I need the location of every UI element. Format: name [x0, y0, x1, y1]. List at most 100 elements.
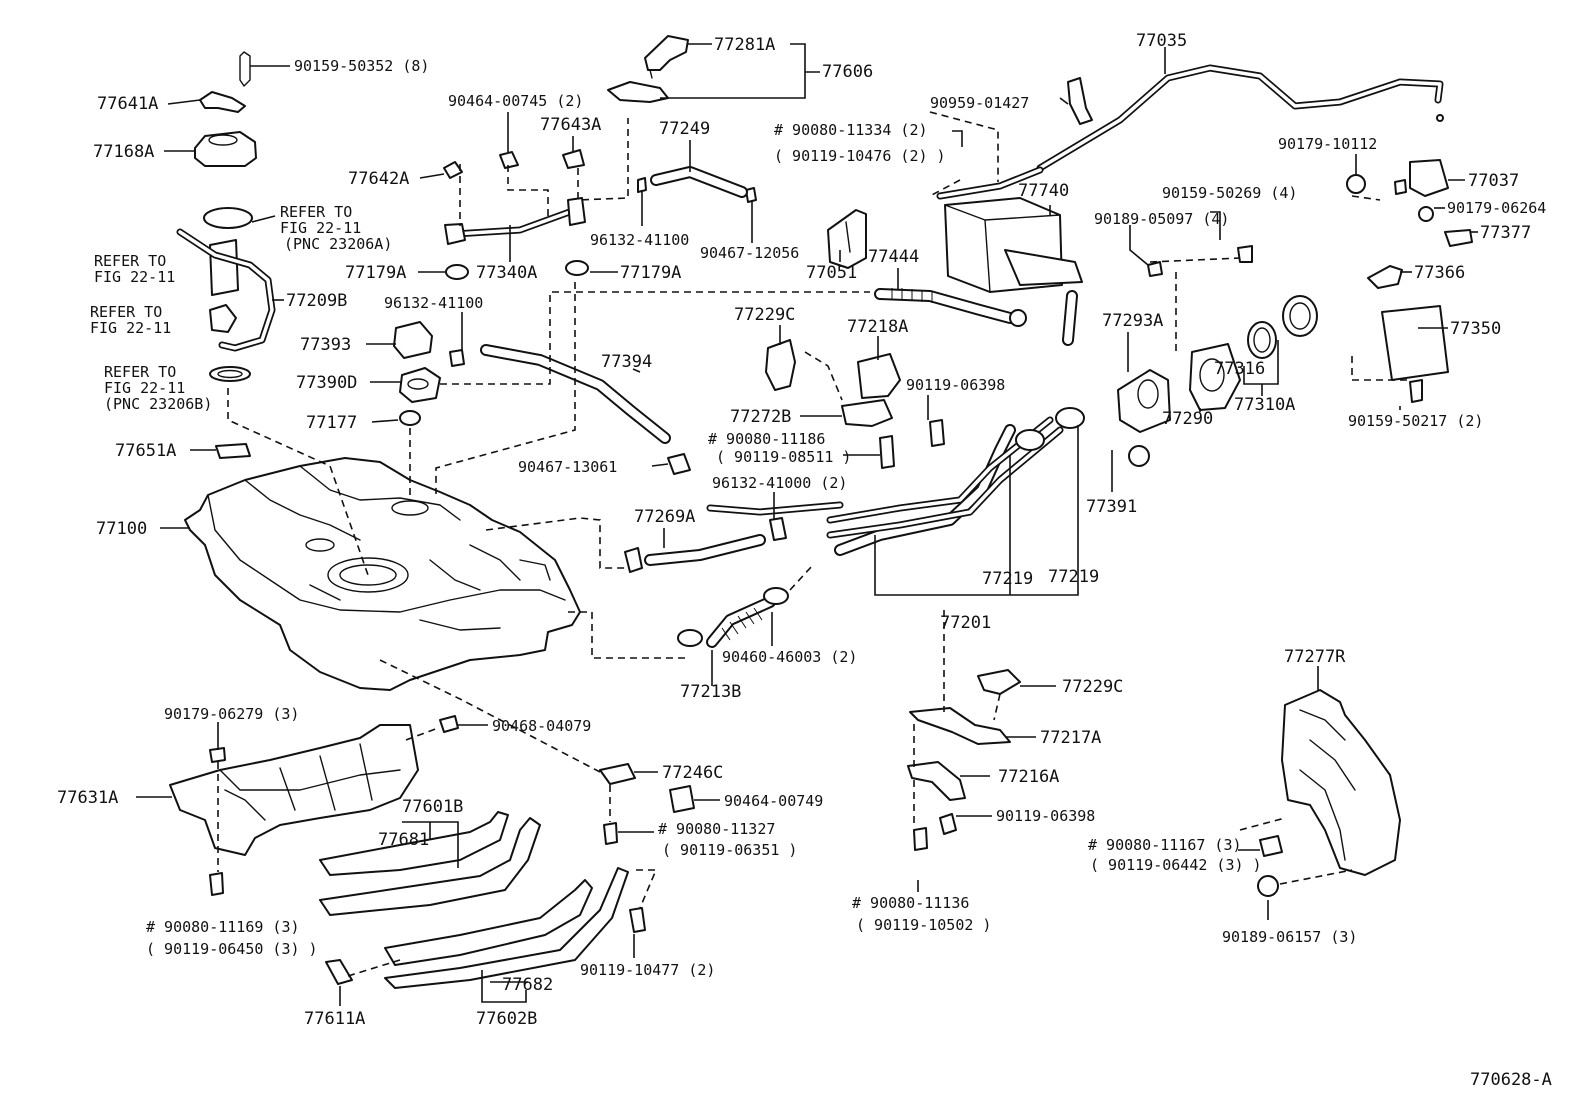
label-90080-11136: # 90080-11136: [852, 894, 969, 912]
brackets-lower-center-drawing: [209, 715, 695, 985]
label-77316: 77316: [1214, 359, 1265, 379]
label-77201: 77201: [940, 613, 991, 633]
label-90159-50269: 90159-50269 (4): [1162, 184, 1297, 202]
label-77290: 77290: [1162, 409, 1213, 429]
label-77281A: 77281A: [714, 35, 775, 55]
label-77606: 77606: [822, 62, 873, 82]
label-77051: 77051: [806, 263, 857, 283]
label-90468-04079: 90468-04079: [492, 717, 591, 735]
canister-drawing: [944, 197, 1083, 346]
hoses-center-drawing: [480, 344, 844, 648]
label-96132-41100-b: 96132-41100: [384, 294, 483, 312]
label-77229C-b: 77229C: [1062, 677, 1123, 697]
hose-77444-drawing: [874, 288, 1027, 327]
label-77219-b: 77219: [1048, 567, 1099, 587]
label-refer-3b: FIG 22-11: [90, 319, 171, 337]
label-77035: 77035: [1136, 31, 1187, 51]
label-77219-a: 77219: [982, 569, 1033, 589]
label-refer-1a: REFER TO: [280, 203, 352, 221]
label-77213B: 77213B: [680, 682, 741, 702]
label-77641A: 77641A: [97, 94, 158, 114]
label-refer-1c: (PNC 23206A): [284, 235, 392, 253]
label-77391: 77391: [1086, 497, 1137, 517]
bracket-group-mid-drawing: [765, 339, 945, 469]
label-96132-41100-a: 96132-41100: [590, 231, 689, 249]
label-77642A: 77642A: [348, 169, 409, 189]
label-77393: 77393: [300, 335, 351, 355]
label-77394: 77394: [601, 352, 652, 372]
label-90080-11186: # 90080-11186: [708, 430, 825, 448]
label-77179A-left: 77179A: [345, 263, 406, 283]
label-refer-1b: FIG 22-11: [280, 219, 361, 237]
tank-bands-drawing: [319, 811, 629, 989]
label-77037: 77037: [1468, 171, 1519, 191]
label-77651A: 77651A: [115, 441, 176, 461]
brackets-lower-right-drawing: [907, 669, 1021, 851]
label-90460-46003: 90460-46003 (2): [722, 648, 857, 666]
label-90189-05097: 90189-05097 (4): [1094, 210, 1229, 228]
label-77218A: 77218A: [847, 317, 908, 337]
label-77601B: 77601B: [402, 797, 463, 817]
label-77377: 77377: [1480, 223, 1531, 243]
label-90080-11334: # 90080-11334 (2): [774, 121, 928, 139]
filler-pipe-drawing: [826, 407, 1085, 556]
label-90959-01427: 90959-01427: [930, 94, 1029, 112]
label-77216A: 77216A: [998, 767, 1059, 787]
label-77168A: 77168A: [93, 142, 154, 162]
vent-pipe-drawing: [443, 149, 757, 280]
label-77277R: 77277R: [1284, 647, 1346, 667]
label-90467-13061: 90467-13061: [518, 458, 617, 476]
cable-77035-drawing: [936, 64, 1444, 200]
label-90159-50352: 90159-50352 (8): [294, 57, 429, 75]
label-77272B: 77272B: [730, 407, 791, 427]
label-90080-11167: # 90080-11167 (3): [1088, 836, 1242, 854]
leader-lines: [136, 43, 1478, 1006]
label-77602B: 77602B: [476, 1009, 537, 1029]
heat-insulator-drawing: [169, 724, 419, 856]
label-77100: 77100: [96, 519, 147, 539]
label-77444: 77444: [868, 247, 919, 267]
fuel-tank-drawing: [184, 457, 581, 691]
label-90464-00749: 90464-00749: [724, 792, 823, 810]
bracket-77606-drawing: [607, 35, 689, 103]
label-90119-06442: ( 90119-06442 (3) ): [1090, 856, 1262, 874]
label-refer-4a: REFER TO: [104, 363, 176, 381]
label-77681: 77681: [378, 830, 429, 850]
assembly-dashed-lines: [217, 111, 1410, 977]
label-77249: 77249: [659, 119, 710, 139]
label-77177: 77177: [306, 413, 357, 433]
part-labels: 90159-50352 (8) 77641A 77168A 77281A 776…: [57, 31, 1552, 1090]
label-90189-06157: 90189-06157 (3): [1222, 928, 1357, 946]
label-90080-11327: # 90080-11327: [658, 820, 775, 838]
pump-cover-drawing: [194, 51, 257, 167]
label-77246C: 77246C: [662, 763, 723, 783]
label-90467-12056: 90467-12056: [700, 244, 799, 262]
valve-group-drawing: [215, 321, 465, 459]
fender-liner-drawing: [1257, 689, 1401, 897]
label-77740: 77740: [1018, 181, 1069, 201]
label-refer-4c: (PNC 23206B): [104, 395, 212, 413]
label-refer-3a: REFER TO: [90, 303, 162, 321]
label-90119-06398-a: 90119-06398: [906, 376, 1005, 394]
label-90119-06351: ( 90119-06351 ): [662, 841, 797, 859]
label-77217A: 77217A: [1040, 728, 1101, 748]
filler-cap-parts-drawing: [1117, 245, 1318, 467]
label-77643A: 77643A: [540, 115, 601, 135]
label-90179-10112: 90179-10112: [1278, 135, 1377, 153]
label-90159-50217: 90159-50217 (2): [1348, 412, 1483, 430]
label-96132-41000: 96132-41000 (2): [712, 474, 847, 492]
label-90080-11169: # 90080-11169 (3): [146, 918, 300, 936]
label-77366: 77366: [1414, 263, 1465, 283]
label-90119-06450: ( 90119-06450 (3) ): [146, 940, 318, 958]
label-77179A-right: 77179A: [620, 263, 681, 283]
bracket-77051-drawing: [827, 209, 867, 269]
label-77611A: 77611A: [304, 1009, 365, 1029]
label-77310A: 77310A: [1234, 395, 1295, 415]
hose-77249-drawing: [650, 166, 748, 198]
fuel-pump-drawing: [176, 207, 276, 382]
label-90119-10476: ( 90119-10476 (2) ): [774, 147, 946, 165]
label-90179-06264: 90179-06264: [1447, 199, 1546, 217]
label-90119-10477: 90119-10477 (2): [580, 961, 715, 979]
label-90119-10502: ( 90119-10502 ): [856, 916, 991, 934]
